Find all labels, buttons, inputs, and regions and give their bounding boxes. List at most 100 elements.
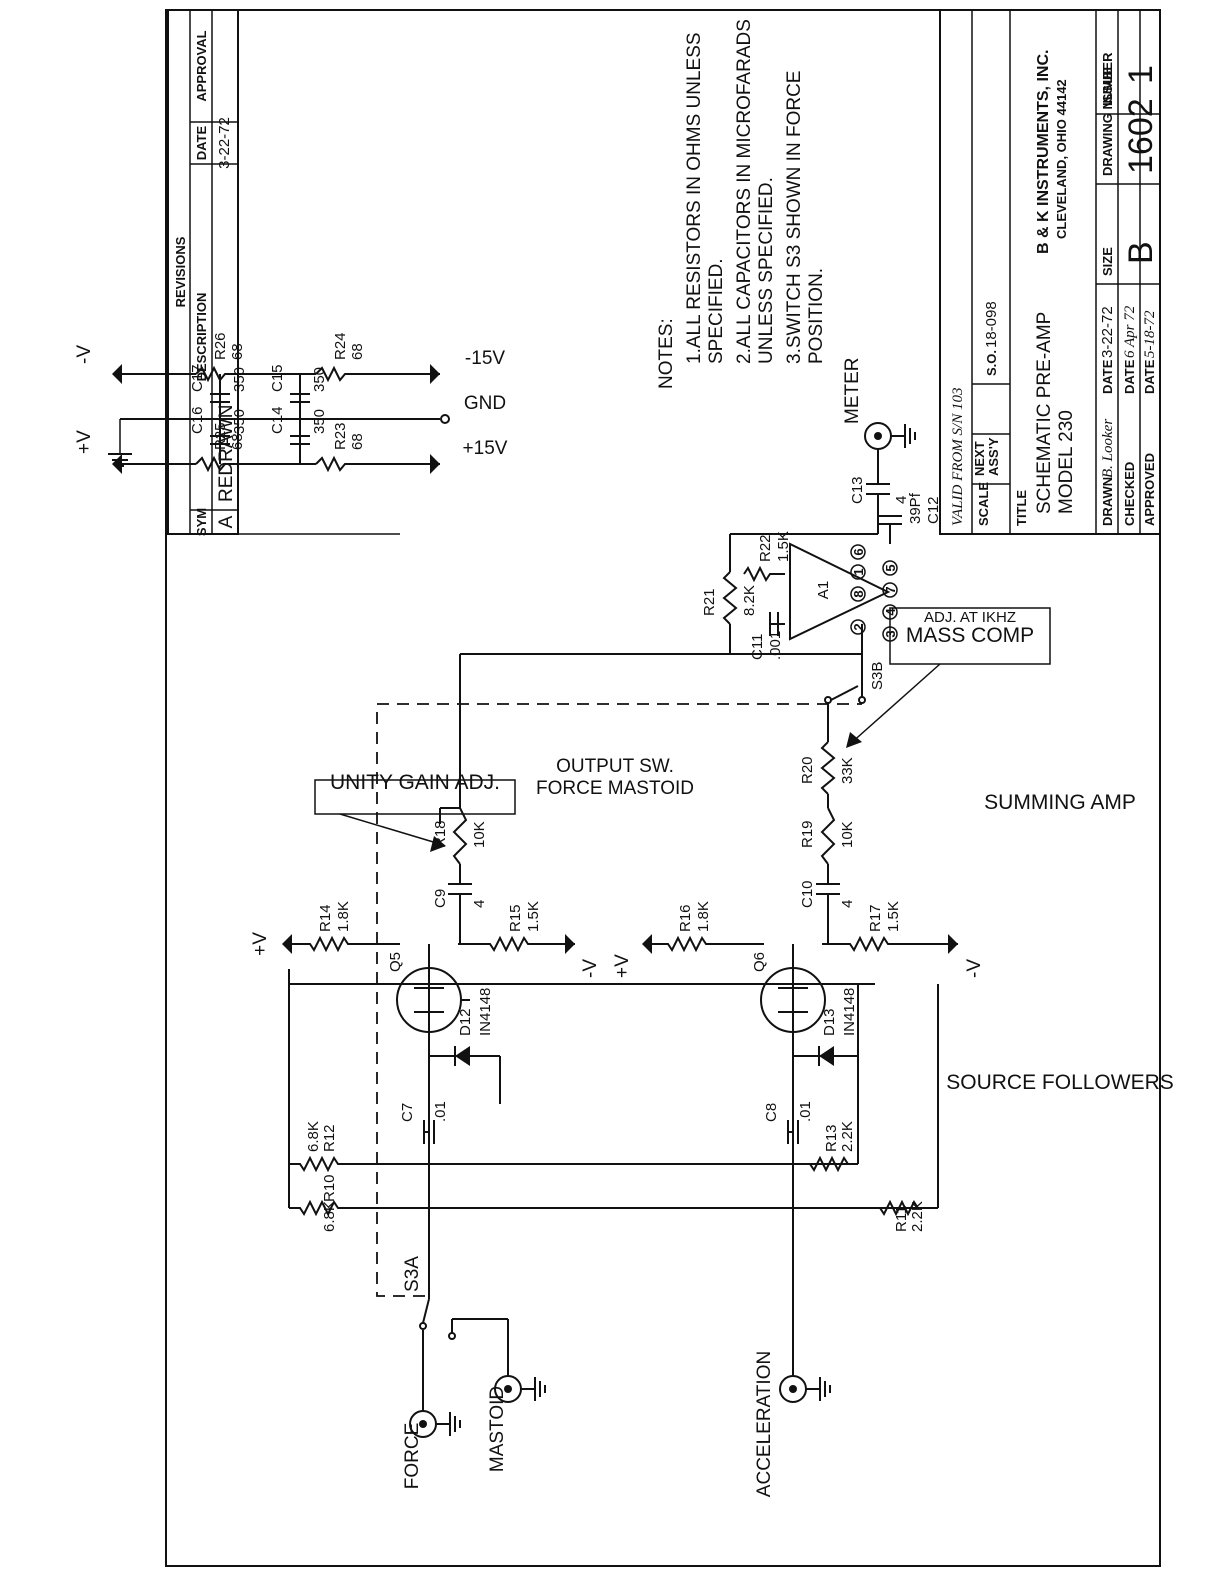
r19-value: 10K	[839, 821, 856, 848]
rev-row-description: REDRAWN	[216, 405, 237, 502]
q5-source-follower: R10 6.8K R12 6.8K C7 .01 D12 IN4148 Q5 R…	[250, 654, 938, 1232]
r12-ref: R12	[321, 1124, 338, 1152]
neg-rail-label-top: -V	[580, 959, 601, 978]
c14-ref: C14	[269, 406, 286, 434]
next-assy-label-1: NEXT	[972, 441, 987, 476]
d12-ref: D12	[457, 1008, 474, 1036]
r23-value: 68	[349, 433, 366, 450]
annotations: UNITY GAIN ADJ. MASS COMP ADJ. AT IKHZ F…	[314, 607, 1174, 1094]
issue-value: 1	[1122, 65, 1160, 84]
s3a-label: S3A	[402, 1256, 423, 1292]
revisions-block: REVISIONS SYM DESCRIPTION DATE APPROVAL …	[167, 9, 239, 536]
r13-value: 2.2K	[839, 1121, 856, 1152]
so-value: 18-098	[983, 301, 1000, 348]
c8-value: .01	[797, 1101, 814, 1122]
force-label: FORCE	[402, 1423, 423, 1490]
r11-ref: R11	[893, 1206, 910, 1232]
a1-pin-6: 6	[851, 548, 866, 555]
c13-ref: C13	[849, 476, 866, 504]
input-connectors: FORCE MASTOID ACCELERATION	[402, 1351, 831, 1497]
c7-value: .01	[432, 1101, 449, 1122]
rev-col-date: DATE	[194, 125, 209, 160]
title-line-1: SCHEMATIC PRE-AMP	[1034, 312, 1055, 514]
r24-value: 68	[349, 343, 366, 360]
acceleration-label: ACCELERATION	[754, 1351, 775, 1497]
note-line-3: 2.ALL CAPACITORS IN MICROFARADS	[734, 19, 755, 364]
c15-value: 350	[311, 367, 328, 392]
neg-rail-label-psu: -V	[74, 345, 95, 364]
pos-rail-label-psu: +V	[74, 430, 95, 454]
r15-value: 1.5K	[525, 901, 542, 932]
next-assy-label-2: ASS'Y	[986, 437, 1001, 476]
r16-value: 1.8K	[695, 901, 712, 932]
c9-ref: C9	[432, 889, 449, 908]
a1-pin-5: 5	[883, 564, 898, 571]
drawing-border	[165, 9, 1161, 1567]
pos-rail-label-bottom: +V	[612, 954, 633, 978]
r14-ref: R14	[317, 904, 334, 932]
force-mastoid-label-1: FORCE MASTOID	[536, 778, 694, 799]
company-address: CLEVELAND, OHIO 44142	[1054, 79, 1069, 239]
drawing-number-label: DRAWING NUMBER	[1100, 52, 1115, 176]
r26-value: 68	[229, 343, 246, 360]
drawn-date: 3-22-72	[1099, 306, 1116, 358]
r15-ref: R15	[507, 904, 524, 932]
checked-date: 6 Apr 72	[1122, 305, 1138, 358]
r25-value: 68	[229, 433, 246, 450]
drawn-label: DRAWN	[1100, 477, 1115, 526]
summing-amp-label: SUMMING AMP	[984, 791, 1136, 814]
checked-date-label: DATE	[1122, 359, 1137, 394]
r20-ref: R20	[799, 756, 816, 784]
r20-value: 33K	[839, 757, 856, 784]
q5-ref: Q5	[387, 952, 404, 972]
c10-ref: C10	[799, 880, 816, 908]
r22-ref: R22	[757, 534, 774, 562]
note-line-1: 1.ALL RESISTORS IN OHMS UNLESS	[684, 32, 705, 364]
r18-potentiometer	[452, 807, 468, 865]
drawn-date-label: DATE	[1100, 359, 1115, 394]
rev-col-sym: SYM	[194, 508, 209, 536]
revisions-heading: REVISIONS	[173, 236, 188, 307]
d13-ref: D13	[821, 1008, 838, 1036]
rev-row-sym: A	[216, 515, 237, 528]
title-label: TITLE	[1014, 490, 1029, 526]
a1-pin-1: 1	[851, 568, 866, 575]
a1-pin-7: 7	[883, 586, 898, 593]
issue-label: ISSUE	[1100, 67, 1115, 106]
mass-comp-label-2: ADJ. AT IKHZ	[924, 609, 1016, 626]
r17-ref: R17	[867, 904, 884, 932]
q6-source-follower: R11 2.2K R13 2.2K C8 .01 D13 IN4148 Q6 R…	[612, 704, 985, 1232]
summing-amp: S3B R21 8.2K A1 2 8 1 6 3 4 7 5 C11 .001…	[460, 358, 942, 704]
c11-ref: C11	[749, 634, 766, 660]
neg-rail-label-bottom: -V	[964, 959, 985, 978]
notes: NOTES: 1.ALL RESISTORS IN OHMS UNLESS SP…	[656, 19, 827, 389]
note-line-5: 3.SWITCH S3 SHOWN IN FORCE	[784, 71, 805, 364]
gnd-label: GND	[464, 393, 506, 414]
r18-value: 10K	[471, 821, 488, 848]
c7-ref: C7	[399, 1103, 416, 1122]
r21-ref: R21	[701, 588, 718, 616]
size-label: SIZE	[1100, 247, 1115, 276]
note-line-6: POSITION.	[806, 268, 827, 364]
c12-value: 39Pf	[907, 492, 924, 524]
a1-op-amp	[789, 542, 891, 641]
c8-ref: C8	[763, 1103, 780, 1122]
valid-from: VALID FROM S/N 103	[950, 388, 966, 526]
scale-label: SCALE	[976, 482, 991, 526]
r10-ref: R10	[321, 1174, 338, 1202]
mass-comp-label-1: MASS COMP	[906, 624, 1034, 647]
c14-value: 350	[311, 409, 328, 434]
a1-ref: A1	[815, 581, 832, 599]
p15-label: +15V	[463, 438, 508, 459]
d12-value: IN4148	[477, 988, 494, 1036]
r24-ref: R24	[332, 332, 349, 360]
rev-col-description: DESCRIPTION	[194, 293, 209, 382]
size-value: B	[1122, 241, 1160, 264]
r13-ref: R13	[823, 1124, 840, 1152]
note-line-4: UNLESS SPECIFIED.	[756, 177, 777, 364]
c9-value: 4	[471, 900, 488, 908]
unity-gain-label: UNITY GAIN ADJ.	[330, 771, 500, 794]
